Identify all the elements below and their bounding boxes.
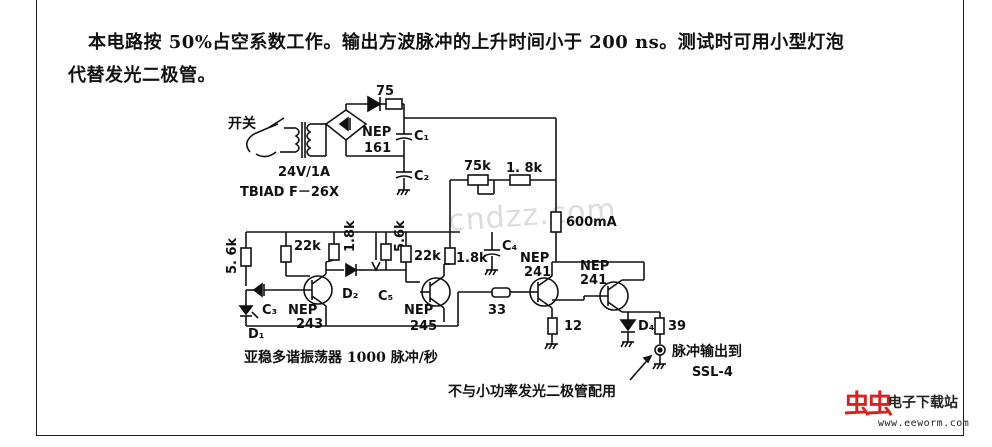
- nep243-label-a: NEP: [288, 303, 317, 318]
- bridge-rectifier: [324, 109, 368, 156]
- transistor-nep241-a: [526, 261, 644, 318]
- resistor-5-6k-left: [240, 232, 252, 286]
- output-terminal: [652, 344, 666, 370]
- r75k-label: 75k: [464, 159, 491, 174]
- nep161-label-a: NEP: [362, 125, 391, 140]
- nep241a-label-b: 241: [524, 265, 551, 280]
- capacitor-c1: [395, 118, 413, 172]
- transistor-nep243: [282, 262, 333, 322]
- r22k-a-label: 22k: [294, 239, 321, 254]
- watermark-logo: 虫虫: [844, 390, 893, 420]
- switch-label: 开关: [228, 115, 256, 132]
- nep161-label-b: 161: [364, 141, 391, 156]
- c2-label: C₂: [414, 169, 429, 184]
- nep241b-label-a: NEP: [580, 259, 609, 274]
- r75-label: 75: [376, 84, 394, 99]
- c3-label: C₃: [262, 303, 277, 318]
- transformer-symbol: [280, 122, 326, 158]
- r12-label: 12: [564, 319, 582, 334]
- capacitor-c4: [483, 232, 501, 276]
- transformer-label: TBIAD F－26X: [240, 185, 339, 200]
- fuse-600ma: [550, 211, 562, 233]
- transistor-nep245: [420, 264, 451, 322]
- note-label: 不与小功率发光二极管配用: [448, 383, 616, 400]
- r1-8k-a-label: 1.8k: [343, 220, 358, 252]
- c1-label: C₁: [414, 129, 429, 144]
- description-line-1: 本电路按 50%占空系数工作。输出方波脉冲的上升时间小于 200 ns。测试时可…: [88, 32, 845, 53]
- resistor-1-8k-b: [444, 246, 456, 265]
- capacitor-c2: [395, 171, 413, 196]
- r1-8k-b-label: 1.8k: [456, 251, 488, 266]
- supply-label: 24V/1A: [278, 165, 330, 180]
- watermark-brand: 电子下载站: [888, 395, 958, 411]
- description-line-2: 代替发光二极管。: [68, 65, 216, 86]
- resistor-22k-a: [280, 232, 310, 277]
- resistor-12: [544, 317, 558, 350]
- c5-label: C₅: [378, 289, 393, 304]
- r600ma-label: 600mA: [566, 215, 617, 230]
- r22k-b-label: 22k: [414, 249, 441, 264]
- feedback-resistors: [449, 174, 556, 232]
- diode-d2: [326, 262, 366, 278]
- c4-label: C₄: [502, 239, 518, 254]
- resistor-22k-b: [400, 232, 420, 283]
- c3-element: [246, 282, 282, 298]
- nep245-label-a: NEP: [404, 303, 433, 318]
- multivibrator-label: 亚稳多谐振荡器 1000 脉冲/秒: [244, 349, 438, 366]
- ssl-label: SSL-4: [692, 365, 733, 380]
- nep241a-label-a: NEP: [520, 251, 549, 266]
- r33-label: 33: [488, 303, 506, 318]
- description-text: 本电路按 50%占空系数工作。输出方波脉冲的上升时间小于 200 ns。测试时可…: [68, 26, 948, 92]
- note-arrowhead: [642, 354, 653, 364]
- resistor-1-8k-a: [325, 232, 340, 263]
- resistor-33: [491, 287, 526, 298]
- nep241b-label-b: 241: [580, 273, 607, 288]
- r39-label: 39: [668, 319, 686, 334]
- watermark-url: www.eeworm.com: [878, 418, 970, 429]
- r5-6k-mid-label: 5.6k: [393, 220, 408, 252]
- switch-symbol: [246, 117, 285, 158]
- figure-frame: [36, 0, 964, 436]
- d1-label: D₁: [248, 327, 265, 342]
- d2-label: D₂: [342, 287, 359, 302]
- top-rail: [345, 95, 557, 212]
- diode-d1: [238, 290, 259, 326]
- nep243-label-b: 243: [296, 317, 323, 332]
- resistor-5-6k-mid: [366, 232, 406, 272]
- pulse-out-label: 脉冲输出到: [671, 343, 742, 360]
- d4-label: D₄: [638, 319, 655, 334]
- diode-d4: [619, 312, 637, 348]
- r1-8k-top-label: 1. 8k: [506, 161, 543, 176]
- resistor-39: [654, 312, 665, 344]
- r5-6k-left-label: 5. 6k: [225, 237, 240, 274]
